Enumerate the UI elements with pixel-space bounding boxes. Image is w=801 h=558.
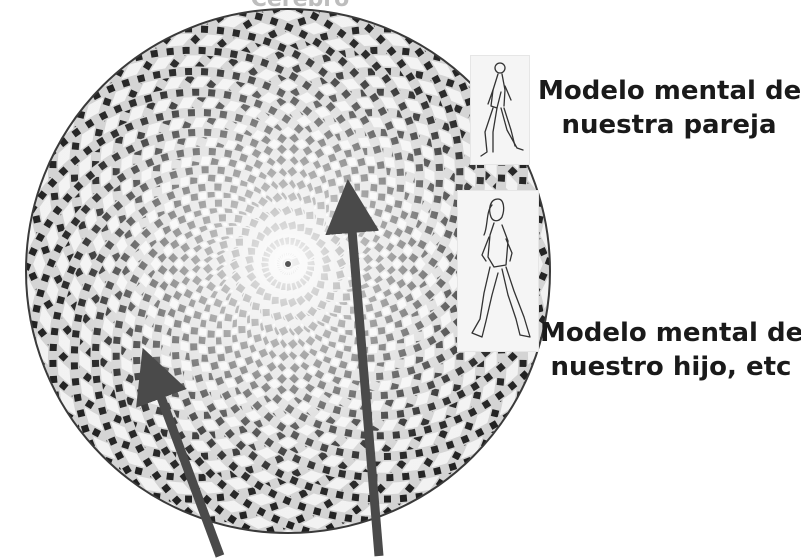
top-text-fragment: Cerebro — [251, 0, 350, 12]
walking-woman-icon — [457, 190, 539, 352]
label-line: Modelo mental de — [540, 318, 801, 348]
arrow-up-icon — [325, 179, 384, 557]
label-child-mental-model: Modelo mental de nuestro hijo, etc — [540, 316, 801, 384]
walking-man-icon — [470, 55, 530, 165]
arrow-up-icon — [136, 347, 225, 558]
label-line: nuestra pareja — [561, 110, 777, 140]
label-line: nuestro hijo, etc — [550, 352, 792, 382]
label-partner-mental-model: Modelo mental de nuestra pareja — [538, 74, 801, 142]
label-line: Modelo mental de — [538, 76, 801, 106]
